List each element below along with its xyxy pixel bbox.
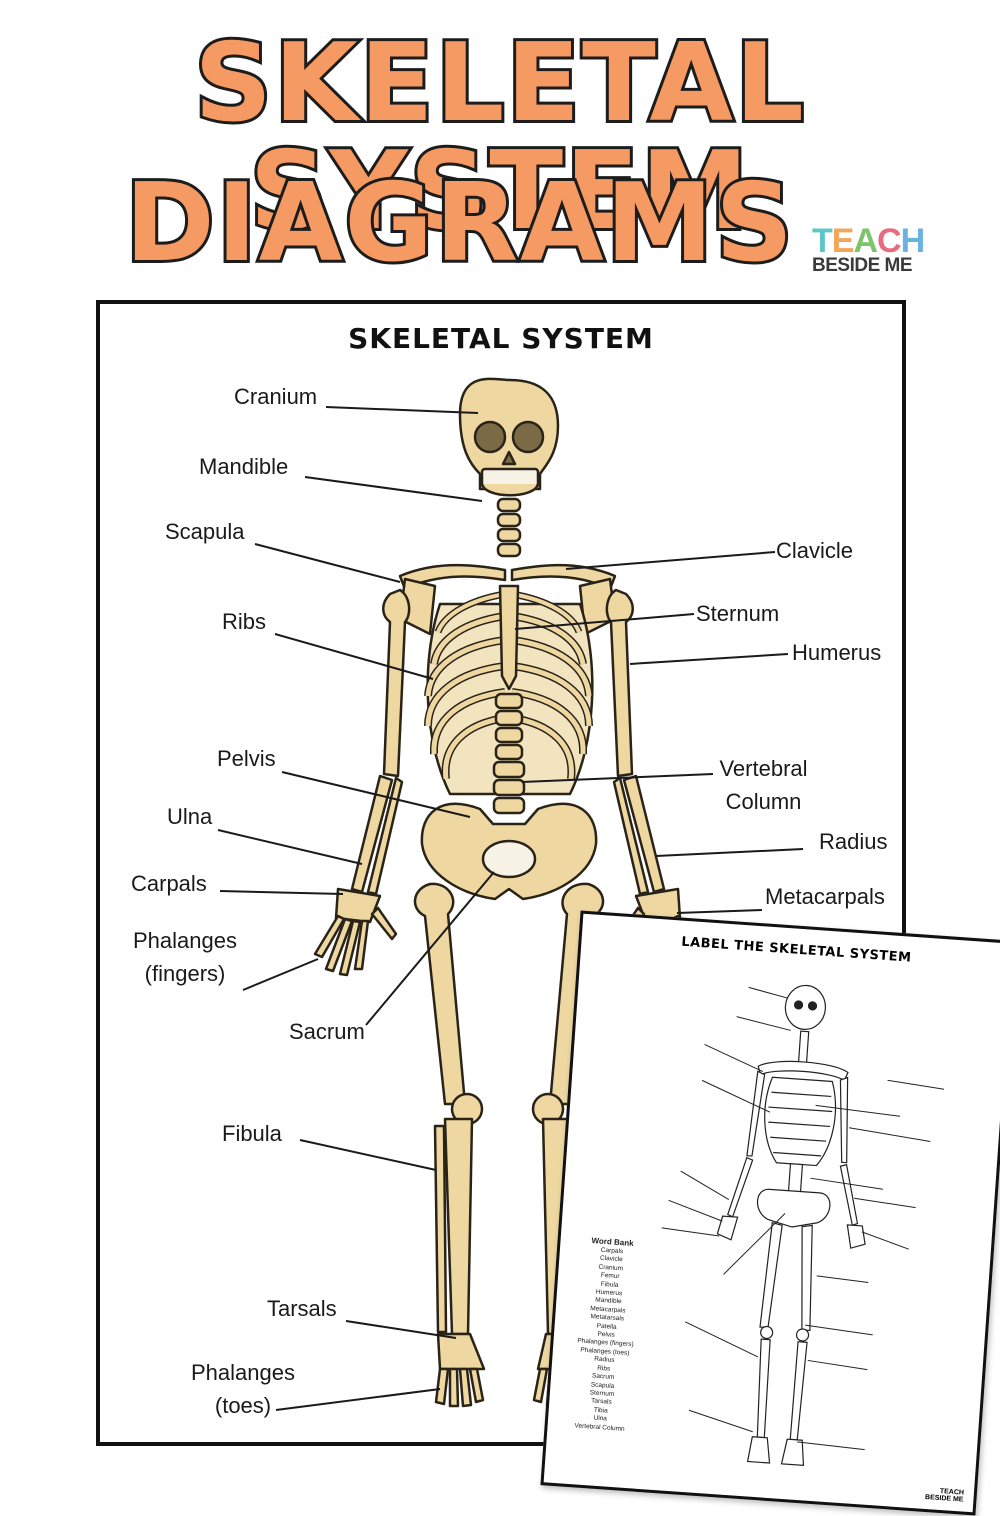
spine [492, 692, 526, 815]
logo-letter: A [853, 222, 878, 260]
page-title-line-1: SKELETAL SYSTEM [191, 21, 807, 254]
worksheet-skeleton-outline [661, 984, 945, 1467]
label-mandible: Mandible [199, 454, 289, 479]
label-pelvis: Pelvis [217, 746, 276, 771]
label-text: Vertebral [719, 756, 808, 781]
logo-letter: H [900, 222, 926, 260]
label-vertebral-column: Vertebral Column [706, 752, 821, 818]
label-phalanges-fingers: Phalanges (fingers) [120, 924, 250, 990]
label-text: Phalanges [133, 928, 237, 953]
logo-letter: C [877, 222, 902, 260]
logo-word-beside-me: BESIDE ME [812, 255, 913, 276]
label-tarsals: Tarsals [267, 1296, 337, 1321]
worksheet-logo: TEACH BESIDE ME [925, 1487, 964, 1504]
label-text: Column [725, 789, 802, 814]
page-title-line-2: DIAGRAMS [122, 161, 796, 286]
label-scapula: Scapula [165, 519, 245, 544]
leader-lines [217, 406, 804, 1411]
logo-word-teach: TEACH [812, 222, 926, 260]
label-metacarpals: Metacarpals [765, 884, 885, 909]
label-carpals: Carpals [131, 871, 207, 896]
label-ribs: Ribs [222, 609, 267, 634]
skull [458, 377, 560, 497]
label-cranium: Cranium [234, 384, 318, 409]
label-text: (fingers) [144, 961, 226, 986]
label-worksheet: LABEL THE SKELETAL SYSTEM [540, 910, 1000, 1516]
label-text: (toes) [214, 1393, 272, 1418]
label-clavicle: Clavicle [776, 538, 854, 563]
label-sacrum: Sacrum [289, 1019, 365, 1044]
label-humerus: Humerus [792, 640, 882, 665]
label-fibula: Fibula [222, 1121, 282, 1146]
label-phalanges-toes: Phalanges (toes) [178, 1356, 308, 1422]
label-ulna: Ulna [167, 804, 213, 829]
logo-letter: T [812, 222, 833, 260]
poster-title: SKELETAL SYSTEM [348, 322, 654, 355]
label-text: Phalanges [191, 1360, 295, 1385]
brand-logo: TEACH BESIDE ME [812, 222, 926, 276]
ribs [424, 612, 593, 780]
label-radius: Radius [819, 829, 888, 854]
logo-letter: E [831, 222, 855, 260]
label-sternum: Sternum [696, 601, 780, 626]
